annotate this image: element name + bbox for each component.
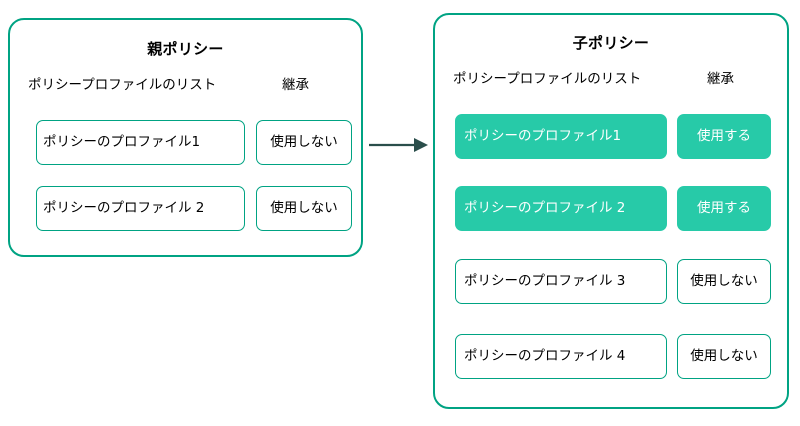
- child-inherit-box-2[interactable]: 使用する: [677, 186, 771, 231]
- child-profile-box-4[interactable]: ポリシーのプロファイル 4: [455, 334, 667, 379]
- child-column-header-inherit: 継承: [707, 71, 734, 87]
- parent-policy-title: 親ポリシー: [147, 40, 224, 58]
- parent-profile-box-1[interactable]: ポリシーのプロファイル1: [36, 120, 245, 165]
- parent-column-header-inherit: 継承: [282, 77, 309, 93]
- parent-column-header-profile-list: ポリシープロファイルのリスト: [28, 77, 217, 93]
- child-inherit-box-3[interactable]: 使用しない: [677, 259, 771, 304]
- child-inherit-box-1[interactable]: 使用する: [677, 114, 771, 159]
- child-policy-panel: 子ポリシー ポリシープロファイルのリスト 継承 ポリシーのプロファイル1 使用す…: [433, 13, 789, 409]
- child-row-2: ポリシーのプロファイル 2 使用する: [435, 186, 787, 231]
- child-profile-box-3[interactable]: ポリシーのプロファイル 3: [455, 259, 667, 304]
- child-policy-title: 子ポリシー: [572, 34, 650, 52]
- child-row-1: ポリシーのプロファイル1 使用する: [435, 114, 787, 159]
- child-inherit-box-4[interactable]: 使用しない: [677, 334, 771, 379]
- child-profile-box-2[interactable]: ポリシーのプロファイル 2: [455, 186, 667, 231]
- child-row-3: ポリシーのプロファイル 3 使用しない: [435, 259, 787, 304]
- parent-row-2: ポリシーのプロファイル 2 使用しない: [10, 186, 361, 231]
- child-column-header-profile-list: ポリシープロファイルのリスト: [453, 71, 642, 87]
- arrow-right-icon: [368, 130, 430, 160]
- child-profile-box-1[interactable]: ポリシーのプロファイル1: [455, 114, 667, 159]
- parent-inherit-box-1[interactable]: 使用しない: [256, 120, 352, 165]
- parent-policy-panel: 親ポリシー ポリシープロファイルのリスト 継承 ポリシーのプロファイル1 使用し…: [8, 18, 363, 257]
- parent-inherit-box-2[interactable]: 使用しない: [256, 186, 352, 231]
- child-row-4: ポリシーのプロファイル 4 使用しない: [435, 334, 787, 379]
- parent-row-1: ポリシーのプロファイル1 使用しない: [10, 120, 361, 165]
- parent-profile-box-2[interactable]: ポリシーのプロファイル 2: [36, 186, 245, 231]
